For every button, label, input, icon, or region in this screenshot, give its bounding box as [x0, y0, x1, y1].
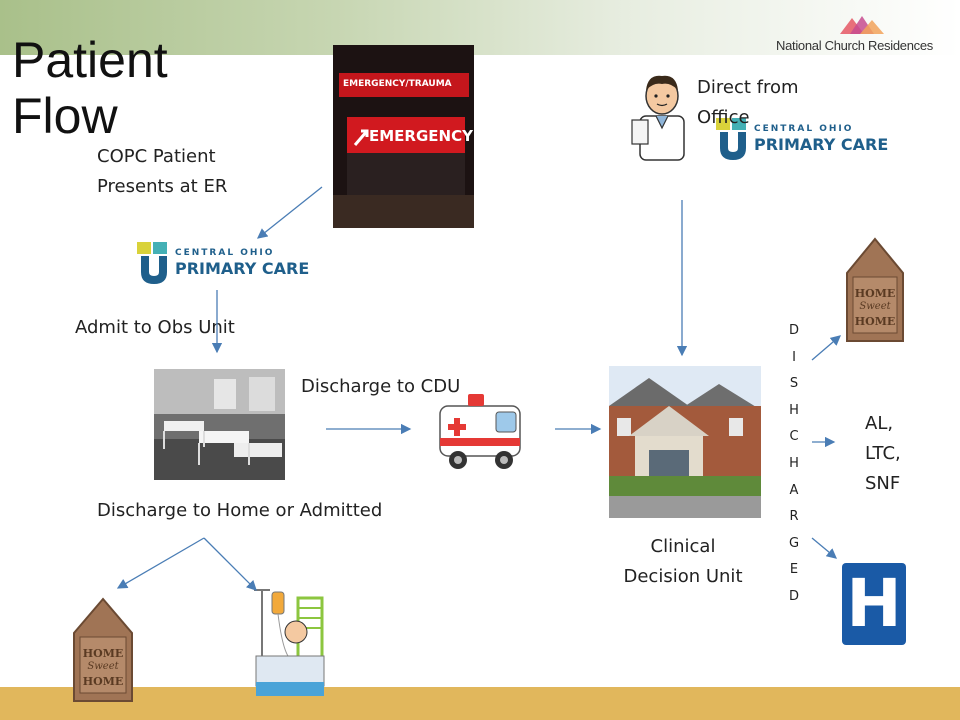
discharged-letter: C [789, 429, 799, 445]
label-cdu: Clinical Decision Unit [618, 532, 748, 592]
obs-unit-photo [154, 369, 285, 480]
discharged-letter: R [789, 509, 799, 525]
emergency-top-text: EMERGENCY/TRAUMA [343, 79, 452, 89]
ncr-brand-name: National Church Residences [776, 38, 933, 53]
label-admit-obs: Admit to Obs Unit [75, 317, 235, 338]
label-destinations: AL, LTC, SNF [865, 409, 901, 499]
copc-logo-right: CENTRAL OHIO PRIMARY CARE [716, 118, 888, 166]
copc-line2: PRIMARY CARE [175, 259, 310, 278]
label-copc-line2: Presents at ER [97, 176, 228, 197]
home-sign-icon [846, 237, 904, 342]
ncr-logo: National Church Residences [776, 14, 946, 56]
discharged-letter: S [789, 376, 799, 392]
label-direct-line2: Office [697, 107, 750, 128]
label-copc-line1: COPC Patient [97, 146, 216, 167]
copc-line1: CENTRAL OHIO [175, 248, 275, 258]
arrow-split-to-home [116, 537, 205, 589]
slide-title: Patient Flow [12, 32, 168, 144]
copc-mark-icon [716, 118, 746, 160]
home-sign-right: HOME Sweet HOME [845, 237, 905, 343]
discharged-letter: D [788, 588, 799, 604]
label-cdu-line1: Clinical [650, 536, 716, 557]
label-direct-line1: Direct from [697, 77, 799, 98]
arrow-discharge-to-home-right [811, 335, 841, 361]
home-sign-line1: HOME [854, 287, 896, 300]
home-sign-line2: Sweet [859, 301, 891, 312]
home-sign-line3: HOME [854, 315, 896, 328]
label-discharged-vertical: D I S H C H A R G E D [784, 318, 804, 611]
hospital-sign: H [842, 563, 906, 645]
top-banner [0, 0, 960, 55]
hospital-letter: H [846, 565, 902, 642]
discharged-letter: E [789, 562, 799, 578]
label-dest-al: AL, [865, 413, 894, 434]
discharged-letter: H [789, 455, 799, 471]
label-discharge-cdu: Discharge to CDU [301, 376, 461, 397]
home-sign-bottom: HOME Sweet HOME [72, 597, 134, 703]
discharged-letter: G [788, 535, 800, 551]
copc-line1: CENTRAL OHIO [754, 124, 854, 134]
home-sign-icon [73, 597, 133, 702]
ambulance-icon [439, 394, 521, 469]
patient-bed-icon [254, 589, 325, 696]
arrow-er-to-copc [256, 186, 323, 239]
home-sign-line3: HOME [82, 675, 124, 688]
label-cdu-line2: Decision Unit [623, 566, 743, 587]
home-sign-line1: HOME [82, 647, 124, 660]
ncr-logo-icon [840, 16, 884, 34]
emergency-photo: EMERGENCY/TRAUMA EMERGENCY [333, 45, 474, 228]
cdu-building-photo [609, 366, 761, 518]
label-copc-presents: COPC Patient Presents at ER [97, 142, 227, 202]
title-line-2: Flow [12, 88, 118, 144]
discharged-letter: A [789, 482, 799, 498]
copc-logo-left: CENTRAL OHIO PRIMARY CARE [137, 242, 309, 290]
emergency-main-text: EMERGENCY [369, 127, 473, 145]
discharged-letter: I [792, 349, 796, 365]
discharged-letter: H [789, 402, 799, 418]
emergency-sign-icon [333, 45, 474, 228]
label-discharge-home: Discharge to Home or Admitted [97, 500, 383, 521]
label-direct-office: Direct from Office [697, 73, 799, 133]
arrow-split-to-admitted [203, 537, 257, 591]
title-line-1: Patient [12, 32, 168, 88]
arrow-discharge-to-hospital [811, 537, 837, 559]
bottom-banner [0, 687, 960, 720]
copc-mark-icon [137, 242, 167, 284]
doctor-icon [631, 75, 685, 161]
home-sign-line2: Sweet [87, 661, 119, 672]
label-dest-snf: SNF [865, 473, 901, 494]
label-dest-ltc: LTC, [865, 443, 901, 464]
copc-line2: PRIMARY CARE [754, 135, 889, 154]
discharged-letter: D [788, 323, 799, 338]
